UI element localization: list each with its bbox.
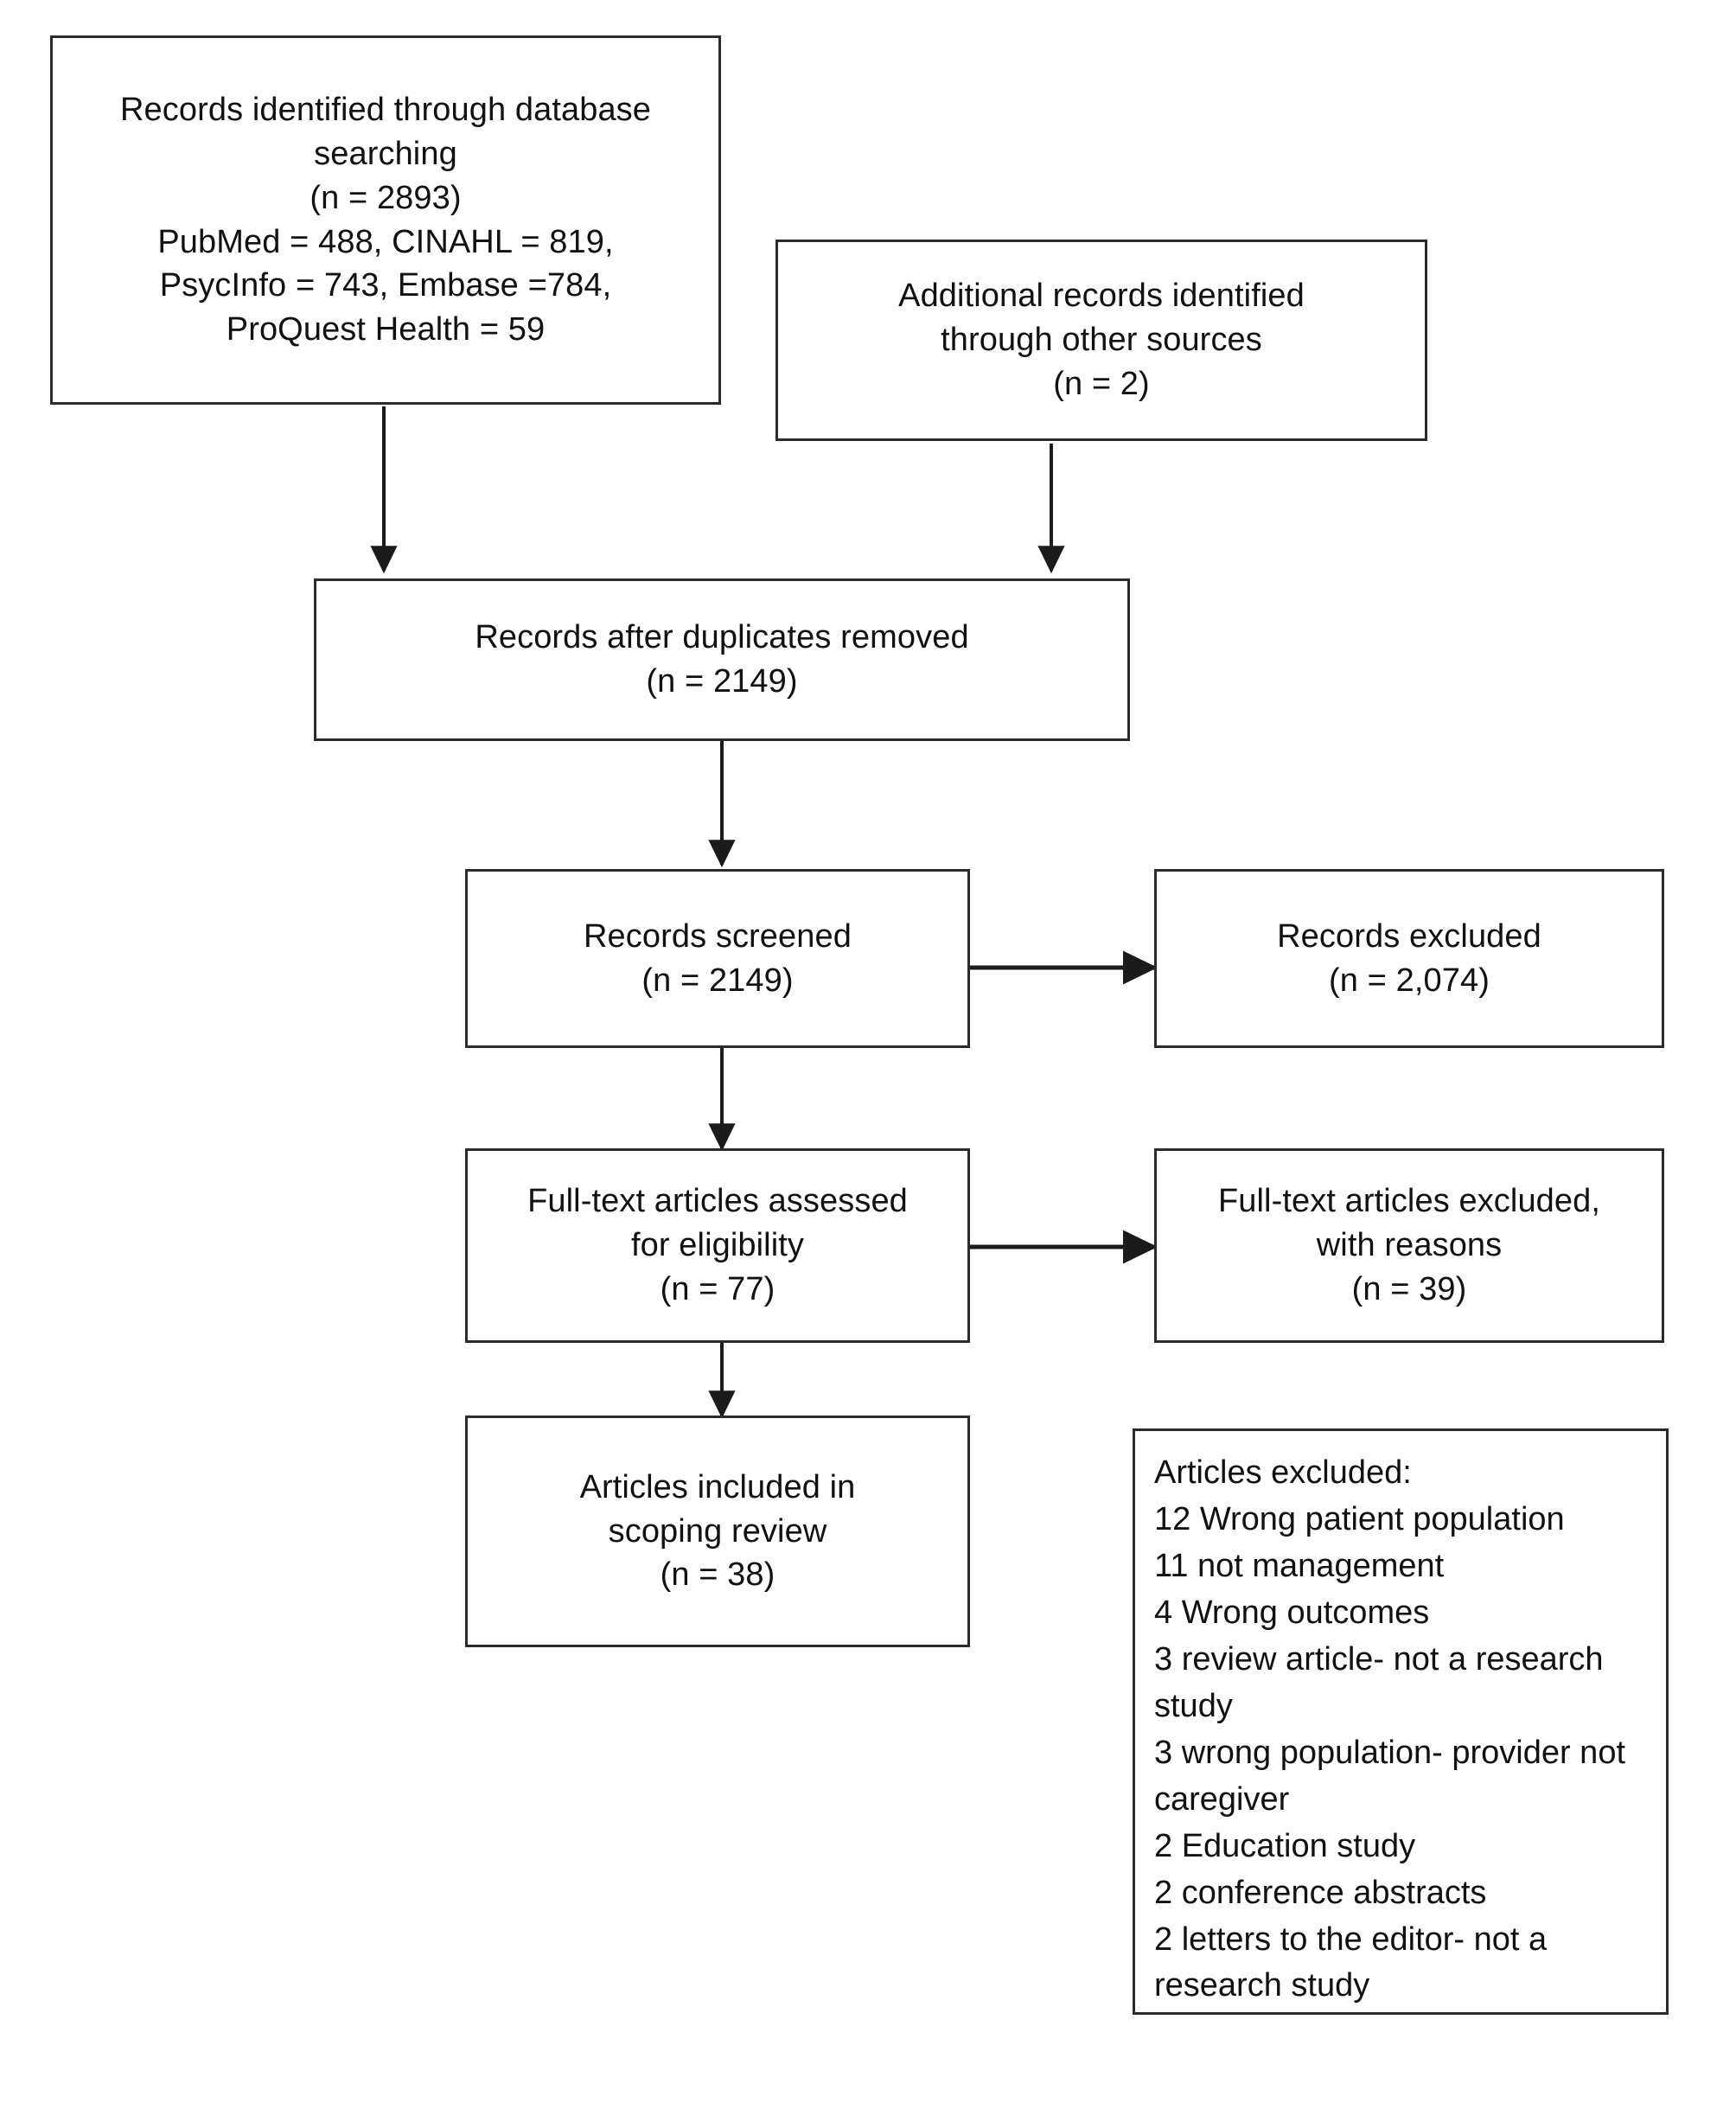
box-articles-included-scoping-review: Articles included in scoping review (n =… xyxy=(465,1416,970,1647)
exclusion-reason-item: 3 review article- not a research study xyxy=(1154,1640,1604,1724)
box-line: Records excluded xyxy=(1277,917,1541,955)
box-records-excluded: Records excluded (n = 2,074) xyxy=(1154,869,1664,1048)
exclusion-reason-item: 4 Wrong outcomes xyxy=(1154,1594,1430,1631)
box-line: Records screened xyxy=(584,917,852,955)
box-line: searching xyxy=(314,135,457,172)
box-fulltext-articles-assessed: Full-text articles assessed for eligibil… xyxy=(465,1148,970,1343)
box-records-after-duplicates-removed: Records after duplicates removed (n = 21… xyxy=(314,578,1130,741)
exclusion-reason-item: 11 not management xyxy=(1154,1547,1445,1584)
box-line: Records identified through database xyxy=(119,91,652,128)
box-records-identified-database: Records identified through database sear… xyxy=(50,35,721,405)
box-line: (n = 39) xyxy=(1351,1270,1467,1307)
exclusion-reason-item: 2 letters to the editor- not a research … xyxy=(1154,1920,1548,2004)
box-line: (n = 77) xyxy=(660,1270,775,1307)
box-line: (n = 2149) xyxy=(641,962,794,999)
exclusion-reason-item: 2 Education study xyxy=(1154,1827,1416,1864)
exclusion-reason-item: 3 wrong population- provider not caregiv… xyxy=(1154,1734,1626,1818)
box-line: through other sources xyxy=(941,322,1262,359)
exclusion-reasons-heading: Articles excluded: xyxy=(1154,1454,1412,1491)
box-line: PsycInfo = 743, Embase =784, xyxy=(159,267,612,304)
box-additional-records-other-sources: Additional records identified through ot… xyxy=(775,240,1427,441)
box-line: with reasons xyxy=(1316,1227,1503,1264)
box-line: Full-text articles excluded, xyxy=(1217,1183,1601,1220)
box-line: (n = 2) xyxy=(1053,365,1150,402)
box-fulltext-articles-excluded: Full-text articles excluded, with reason… xyxy=(1154,1148,1664,1343)
box-exclusion-reasons-list: Articles excluded: 12 Wrong patient popu… xyxy=(1133,1428,1669,2015)
box-line: (n = 2,074) xyxy=(1329,962,1490,999)
box-line: Articles included in xyxy=(579,1468,856,1505)
box-records-screened: Records screened (n = 2149) xyxy=(465,869,970,1048)
exclusion-reason-item: 12 Wrong patient population xyxy=(1154,1500,1565,1537)
box-line: Additional records identified xyxy=(898,278,1305,315)
box-line: PubMed = 488, CINAHL = 819, xyxy=(157,223,614,260)
box-line: Full-text articles assessed xyxy=(527,1183,908,1220)
box-line: (n = 38) xyxy=(660,1556,775,1594)
box-line: ProQuest Health = 59 xyxy=(226,311,546,348)
box-line: scoping review xyxy=(608,1512,827,1550)
box-line: (n = 2893) xyxy=(310,179,462,216)
box-line: (n = 2149) xyxy=(646,663,798,700)
box-line: for eligibility xyxy=(630,1227,805,1264)
box-line: Records after duplicates removed xyxy=(475,619,969,656)
exclusion-reason-item: 2 conference abstracts xyxy=(1154,1874,1487,1911)
